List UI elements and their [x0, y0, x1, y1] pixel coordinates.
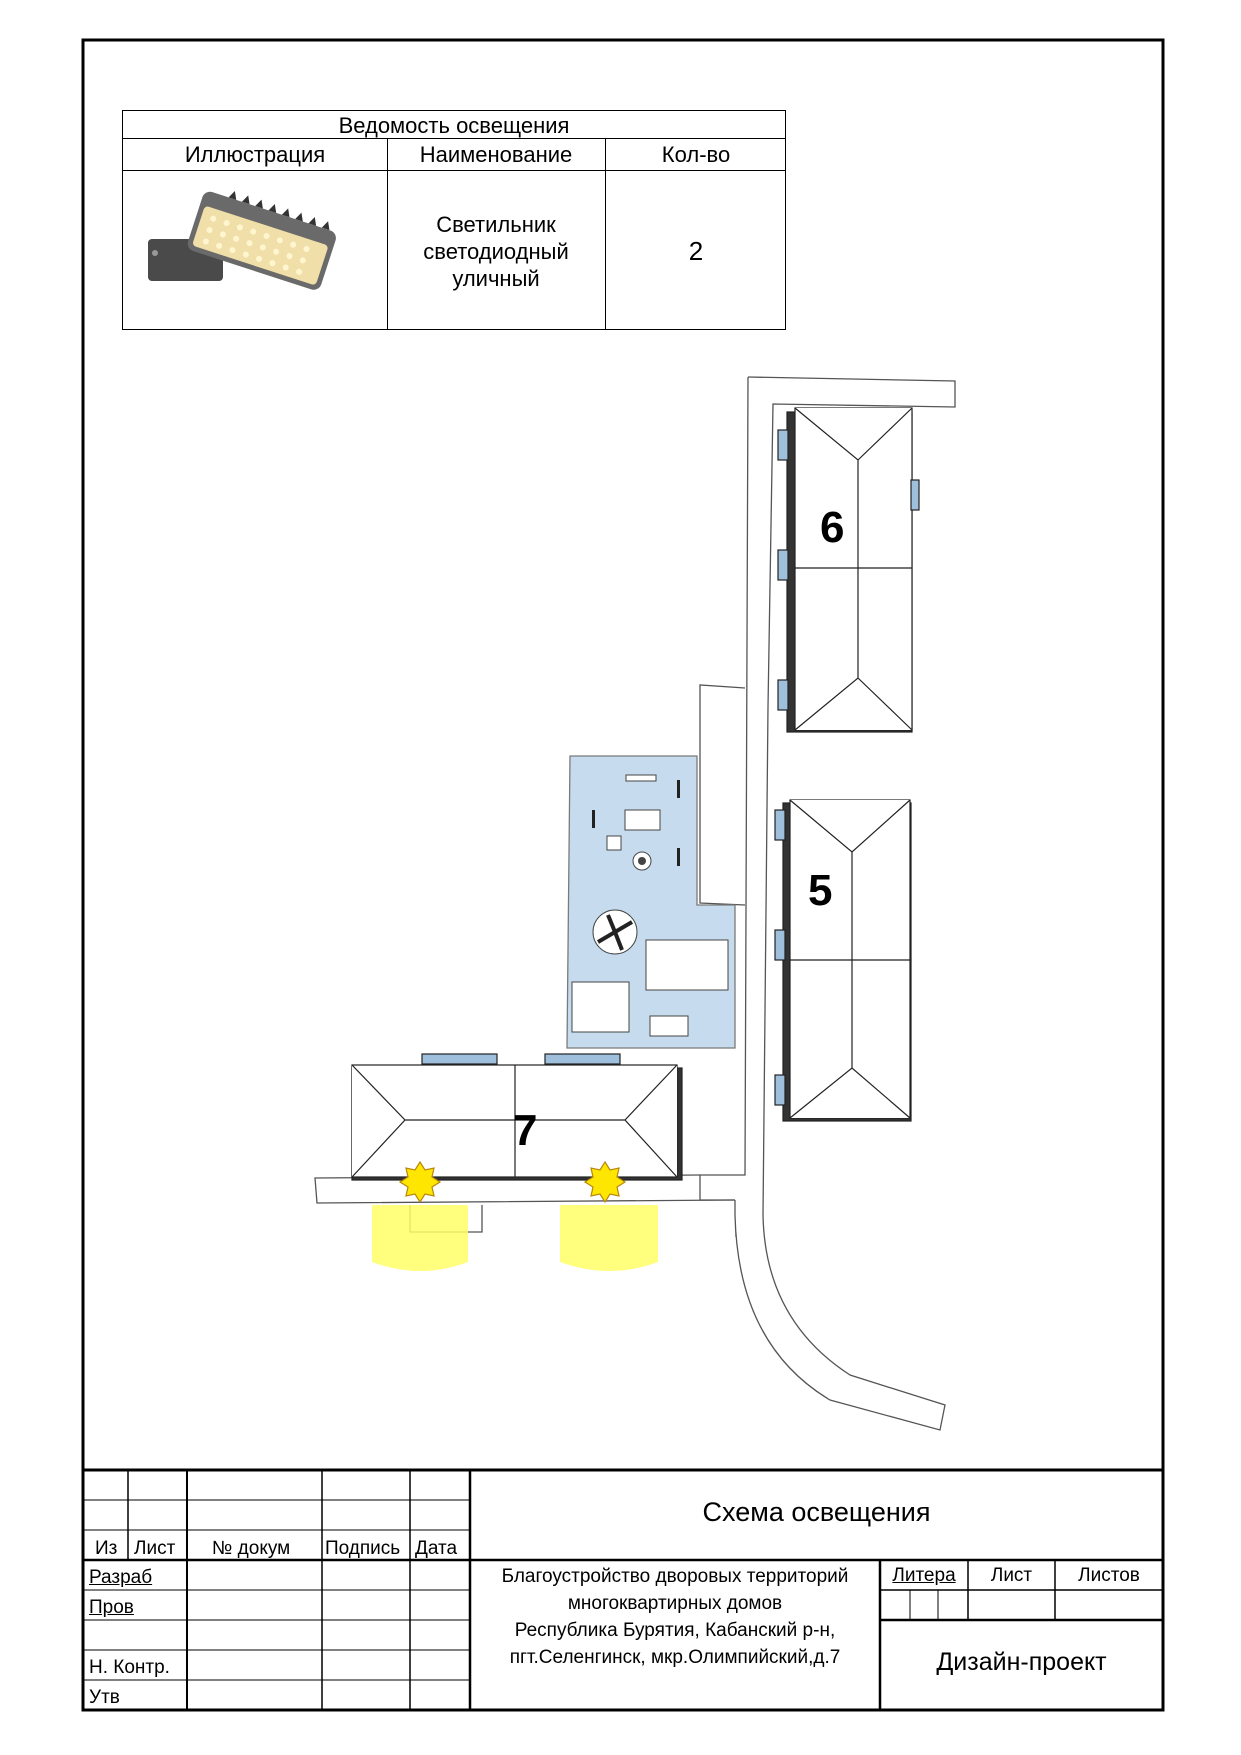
light-zones: [372, 1205, 658, 1271]
legend-col-qty: Кол-во: [661, 142, 731, 167]
stamp-header-date: Дата: [415, 1538, 458, 1559]
legend-item-qty: 2: [688, 235, 704, 266]
building-7: [351, 1053, 683, 1181]
building-number-5: 5: [808, 866, 833, 915]
stamp-sheet: Лист: [990, 1565, 1033, 1586]
playground: [566, 755, 736, 1049]
drawing-title: Схема освещения: [702, 1497, 931, 1527]
project-line-2: многоквартирных домов: [567, 1593, 783, 1614]
stamp-role-norm-control: Н. Контр.: [89, 1657, 170, 1678]
building-number-7: 7: [513, 1106, 538, 1155]
light-source-icon: [398, 1160, 627, 1204]
legend-col-name: Наименование: [419, 142, 573, 167]
drawing-frame: [81, 38, 1165, 1712]
stamp-header-list: Лист: [134, 1538, 176, 1559]
project-line-4: пгт.Селенгинск, мкр.Олимпийский,д.7: [509, 1647, 841, 1668]
building-number-6: 6: [820, 503, 845, 552]
led-street-lamp-icon: [148, 191, 336, 290]
project-line-1: Благоустройство дворовых территорий: [501, 1566, 849, 1587]
legend-title: Ведомость освещения: [123, 111, 785, 139]
stamp-header-iz: Из: [95, 1538, 118, 1559]
stamp-role-developer: Разраб: [89, 1567, 153, 1588]
stage-label: Дизайн-проект: [936, 1648, 1107, 1676]
title-block: [83, 1468, 1163, 1710]
building-6: [777, 407, 920, 733]
building-5: [774, 799, 912, 1122]
legend-item-name: Светильник светодиодный уличный: [423, 211, 569, 291]
legend-header-row: Иллюстрация Наименование Кол-во: [123, 139, 785, 171]
legend-col-illustration: Иллюстрация: [184, 142, 326, 167]
stamp-sheets: Листов: [1078, 1565, 1140, 1586]
project-line-3: Республика Бурятия, Кабанский р-н,: [514, 1620, 836, 1641]
stamp-litera: Литера: [892, 1565, 956, 1586]
lighting-legend-table: Ведомость освещения Иллюстрация Наименов…: [122, 110, 786, 330]
stamp-role-checker: Пров: [89, 1597, 134, 1618]
stamp-header-doc-no: № докум: [212, 1538, 291, 1559]
stamp-header-signature: Подпись: [325, 1538, 401, 1559]
stamp-role-approved: Утв: [89, 1687, 120, 1708]
